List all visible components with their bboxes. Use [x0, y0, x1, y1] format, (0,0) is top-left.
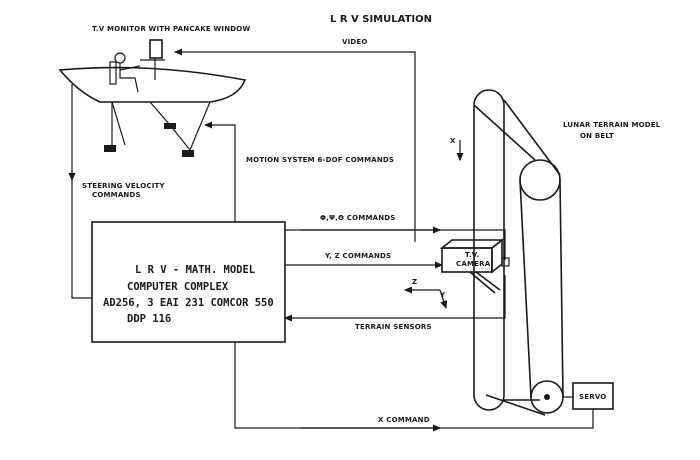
- motion-connector: [203, 121, 236, 222]
- steering-label-line2: COMMANDS: [92, 191, 141, 199]
- steering-connector: [71, 84, 92, 299]
- terrain-sensors-connector: [283, 275, 506, 322]
- x-command-label: X COMMAND: [378, 416, 430, 424]
- diagram-title: L R V SIMULATION: [330, 14, 432, 25]
- camera-label-line1: T.V.: [465, 251, 479, 259]
- terrain-sensors-label: TERRAIN SENSORS: [355, 323, 432, 331]
- motion-label: MOTION SYSTEM 6-DOF COMMANDS: [246, 156, 394, 164]
- computer-line4: DDP 116: [127, 313, 171, 325]
- y-axis-label: Y: [439, 291, 446, 299]
- monitor-label: T.V MONITOR WITH PANCAKE WINDOW: [92, 25, 250, 33]
- lunar-terrain-belt: [473, 89, 564, 416]
- video-connector: [173, 48, 416, 242]
- yz-label: Y, Z COMMANDS: [324, 252, 391, 260]
- computer-line3: AD256, 3 EAI 231 COMCOR 550: [103, 297, 274, 309]
- steering-label-line1: STEERING VELOCITY: [82, 182, 165, 190]
- computer-line1: L R V - MATH. MODEL: [135, 264, 255, 276]
- computer-line2: COMPUTER COMPLEX: [127, 281, 229, 293]
- computer-complex-box: [91, 221, 286, 343]
- phi-psi-theta-label: Φ,Ψ,Θ COMMANDS: [320, 214, 396, 222]
- video-label: VIDEO: [342, 38, 368, 46]
- servo-label: SERVO: [579, 393, 606, 401]
- z-axis-label: Z: [412, 278, 417, 286]
- cockpit-simulator: [58, 39, 247, 157]
- x-axis-label: X: [450, 137, 456, 145]
- lunar-model-label-line2: ON BELT: [580, 132, 614, 140]
- lunar-model-label-line1: LUNAR TERRAIN MODEL: [563, 121, 661, 129]
